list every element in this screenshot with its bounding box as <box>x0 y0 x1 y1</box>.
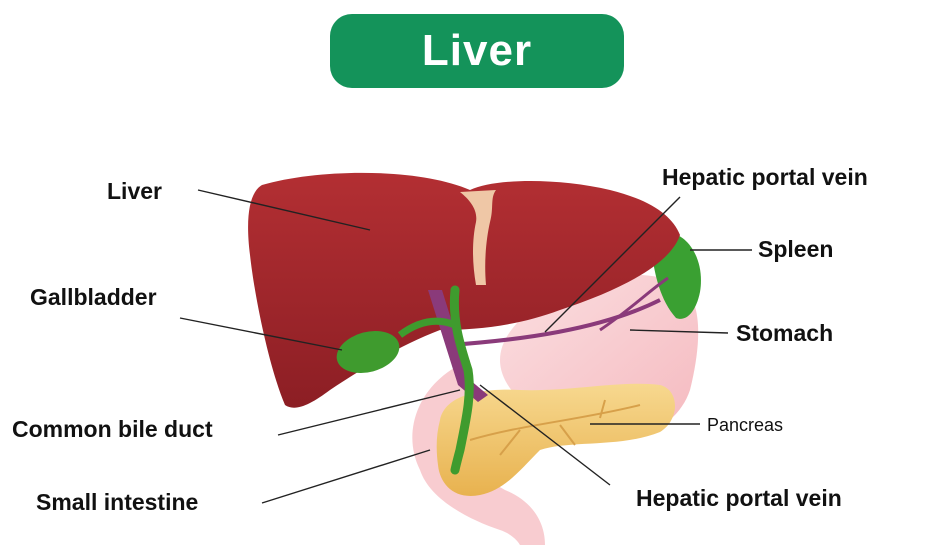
label-small-intestine: Small intestine <box>36 491 198 514</box>
label-hepatic-portal-vein-bottom: Hepatic portal vein <box>636 487 842 510</box>
label-hepatic-portal-vein-top: Hepatic portal vein <box>662 166 868 189</box>
label-spleen: Spleen <box>758 238 833 261</box>
label-liver: Liver <box>107 180 162 203</box>
label-common-bile-duct: Common bile duct <box>12 418 213 441</box>
label-stomach: Stomach <box>736 322 833 345</box>
label-gallbladder: Gallbladder <box>30 286 157 309</box>
leader-small-intestine <box>262 450 430 503</box>
label-pancreas: Pancreas <box>707 416 783 434</box>
